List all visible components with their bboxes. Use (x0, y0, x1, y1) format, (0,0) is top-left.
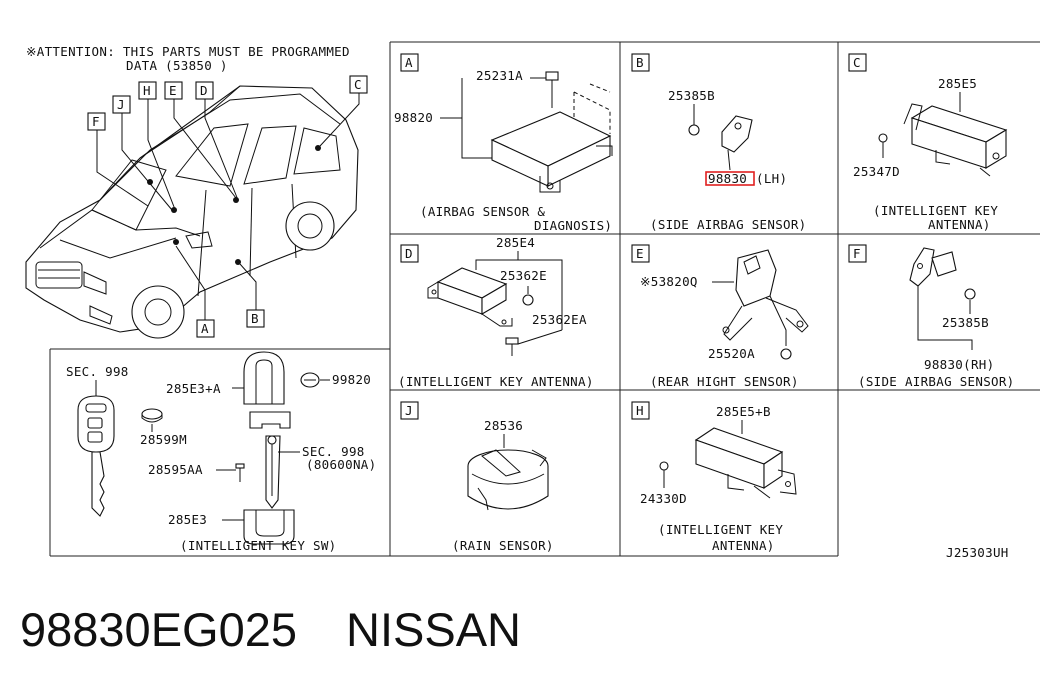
callout-D: D (200, 83, 208, 98)
panel-b-caption: (SIDE AIRBAG SENSOR) (650, 217, 807, 232)
key-part-285e3: 285E3 (168, 512, 207, 527)
panel-j-caption: (RAIN SENSOR) (452, 538, 554, 553)
panel-e: E ※53820Q 25520A (REAR HIGHT SENSOR) (631, 244, 809, 389)
attention-line-2: DATA (53850 ) (126, 58, 228, 73)
panel-b: B 25385B 98830 (LH) (SIDE AIRBAG SENSOR) (631, 53, 807, 232)
panel-c: C 285E5 25347D (INTELLIGENT KEY ANTENNA) (848, 53, 1008, 232)
callout-C: C (354, 77, 362, 92)
panel-d-letter: D (405, 246, 413, 261)
panel-a-letter: A (405, 55, 413, 70)
key-part-sec998-2: SEC. 998 (302, 444, 365, 459)
panel-d-part-285e4: 285E4 (496, 235, 535, 250)
panel-d-caption: (INTELLIGENT KEY ANTENNA) (398, 374, 594, 389)
key-part-sec998: SEC. 998 (66, 364, 129, 379)
panel-f-letter: F (853, 246, 861, 261)
callout-J: J (117, 97, 125, 112)
panel-h-part-24330d: 24330D (640, 491, 687, 506)
panel-grid (49, 41, 1040, 557)
panel-b-part-98830: 98830 (708, 171, 747, 186)
panel-e-letter: E (636, 246, 644, 261)
panel-c-part-285e5: 285E5 (938, 76, 977, 91)
panel-d-part-25362ea: 25362EA (532, 312, 587, 327)
panel-e-part-25520a: 25520A (708, 346, 755, 361)
key-part-285e3a: 285E3+A (166, 381, 221, 396)
key-part-80600na: (80600NA) (306, 457, 376, 472)
highlighted-part-98830 (705, 171, 755, 186)
panel-j-part-28536: 28536 (484, 418, 523, 433)
callout-E: E (169, 83, 177, 98)
part-number: 98830EG025 (20, 603, 297, 656)
panel-j-letter: J (405, 403, 413, 418)
panel-a-caption: (AIRBAG SENSOR & (420, 204, 545, 219)
panel-h-caption: (INTELLIGENT KEY (658, 522, 783, 537)
key-panel-caption: (INTELLIGENT KEY SW) (180, 538, 337, 553)
panel-f: F 25385B 98830(RH) (SIDE AIRBAG SENSOR) (848, 244, 1015, 389)
panel-f-caption: (SIDE AIRBAG SENSOR) (858, 374, 1015, 389)
panel-a: A 25231A 98820 (AIRBAG SENSOR & DIAGNOSI… (394, 53, 613, 233)
panel-a-part-98820: 98820 (394, 110, 433, 125)
key-part-28595aa: 28595AA (148, 462, 203, 477)
panel-f-part-25385b: 25385B (942, 315, 989, 330)
callout-A: A (201, 321, 209, 336)
panel-d-part-25362e: 25362E (500, 268, 547, 283)
panel-b-letter: B (636, 55, 644, 70)
key-part-99820: 99820 (332, 372, 371, 387)
panel-h: H 285E5+B 24330D (INTELLIGENT KEY ANTENN… (631, 401, 797, 553)
panel-b-part-25385b: 25385B (668, 88, 715, 103)
panel-c-caption-2: ANTENNA) (928, 217, 991, 232)
panel-h-caption-2: ANTENNA) (712, 538, 775, 553)
brand-name: NISSAN (346, 603, 521, 656)
panel-e-caption: (REAR HIGHT SENSOR) (650, 374, 799, 389)
vehicle-illustration (25, 85, 360, 339)
callout-B: B (251, 311, 259, 326)
key-part-28599m: 28599M (140, 432, 187, 447)
panel-c-caption: (INTELLIGENT KEY (873, 203, 998, 218)
vehicle-callouts: F J H E D C A B (87, 75, 368, 338)
panel-j: J 28536 (RAIN SENSOR) (400, 401, 554, 553)
attention-line-1: ※ATTENTION: THIS PARTS MUST BE PROGRAMME… (26, 44, 350, 59)
diagram-code: J25303UH (946, 545, 1009, 560)
panel-a-part-25231a: 25231A (476, 68, 523, 83)
panel-h-letter: H (636, 403, 644, 418)
panel-b-part-lh: (LH) (756, 171, 787, 186)
panel-c-part-25347d: 25347D (853, 164, 900, 179)
panel-a-caption-2: DIAGNOSIS) (534, 218, 612, 233)
panel-c-letter: C (853, 55, 861, 70)
panel-f-part-98830rh: 98830(RH) (924, 357, 994, 372)
key-panel: SEC. 998 28599M 285E3+A 99820 SEC. 998 (… (66, 351, 376, 553)
panel-h-part-285e5b: 285E5+B (716, 404, 771, 419)
panel-e-part-53820q: ※53820Q (640, 274, 698, 289)
callout-H: H (143, 83, 151, 98)
panel-d: D 285E4 25362E 25362EA (INTELLIGENT KEY … (398, 235, 594, 389)
callout-F: F (92, 114, 100, 129)
